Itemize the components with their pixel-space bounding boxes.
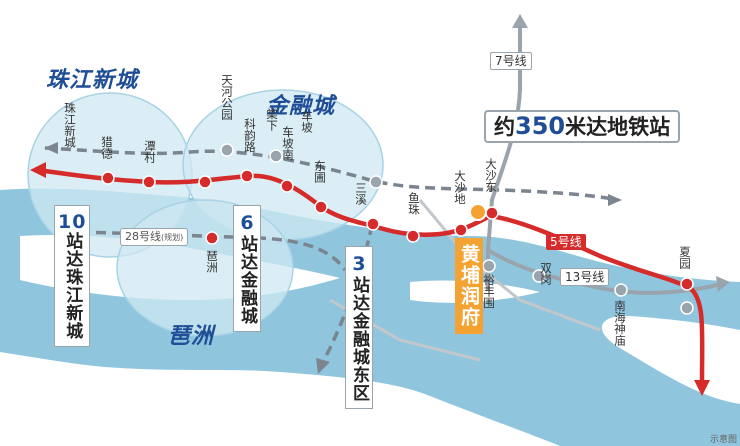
station-marker-dongpu (314, 200, 328, 214)
arrow-north-line7 (512, 14, 528, 28)
station-tangxia: 棠下 (265, 108, 279, 131)
station-shuanggang: 双岗 (539, 262, 553, 285)
station-pazhou: 琶洲 (205, 250, 219, 273)
stops-3-number: 3 (348, 253, 370, 276)
station-chepo-nan: 车坡南 (281, 126, 295, 161)
station-marker-nanhai (614, 283, 628, 297)
station-marker-keyunlu (198, 175, 212, 189)
line-grey-upper (44, 146, 619, 202)
stops-10-number: 10 (58, 211, 87, 233)
line-28-note: (规划) (161, 233, 184, 242)
district-label-zhujiang: 珠江新城 (46, 68, 139, 93)
station-marker-pazhou (205, 231, 219, 245)
line-7-route (486, 28, 522, 290)
road (418, 199, 601, 332)
station-sanxi: 三溪 (354, 182, 368, 205)
station-yuzhu: 鱼珠 (407, 192, 421, 215)
stops-10-text: 站达珠江新城 (62, 232, 83, 340)
line-7-label: 7号线 (490, 52, 532, 70)
station-marker-dashadi (454, 223, 468, 237)
line-13-label: 13号线 (560, 268, 610, 286)
station-marker-xiayuan (680, 277, 694, 291)
stops-6-text: 站达金融城 (237, 235, 257, 325)
station-marker-tancun (142, 175, 156, 189)
station-marker-shuanggang (532, 269, 546, 283)
station-marker-dashadong (485, 206, 499, 220)
station-keyunlu: 科韵路 (243, 118, 257, 153)
arrow-east-line13 (716, 276, 730, 292)
station-dashadi: 大沙地 (453, 170, 467, 205)
station-xiayuan: 夏园 (678, 246, 692, 269)
stops-3-text: 站达金融城东区 (349, 276, 369, 402)
station-marker-yufengwei (482, 259, 496, 273)
station-tancun: 潭村 (143, 140, 157, 163)
station-marker-chepo (280, 179, 294, 193)
line-5-label: 5号线 (546, 234, 586, 250)
footnote-schematic: 示意图 (710, 435, 738, 445)
station-zhujiang-xincheng: 珠江新城 (63, 102, 77, 148)
arrow-south-line5 (694, 380, 710, 396)
station-nanhai-shenmiao: 南海神庙 (613, 300, 627, 346)
station-markers (101, 169, 694, 291)
station-markers-grey (220, 143, 694, 315)
metro-distance-number: 350 (515, 112, 566, 140)
stops-3-callout: 3站达金融城东区 (345, 246, 373, 409)
stops-6-callout: 6站达金融城 (233, 205, 261, 332)
station-marker-yuzhu-grey (369, 175, 383, 189)
district-label-pazhou: 琶洲 (168, 324, 215, 349)
station-tianhe-gongyuan: 天河公园 (220, 74, 234, 120)
station-liede: 猎德 (100, 136, 114, 159)
metro-distance-prefix: 约 (494, 115, 515, 139)
station-chepo: 车坡 (300, 110, 314, 133)
arrow-west-grey (44, 142, 58, 154)
arrow-south-dashed (316, 358, 330, 374)
station-dashadong: 大沙东 (484, 158, 498, 193)
station-dongpu: 东圃 (313, 160, 327, 183)
project-name-label: 黄埔润府 (455, 238, 483, 334)
station-marker-tangxia (240, 169, 254, 183)
metro-distance-callout: 约350米达地铁站 (484, 110, 681, 143)
station-yufengwei: 裕丰围 (482, 274, 496, 309)
district-label-jinrong: 金融城 (266, 94, 336, 119)
line-28-label: 28号线(规划) (120, 228, 189, 246)
station-marker-sanxi (366, 217, 380, 231)
project-pin-icon (469, 203, 487, 221)
arrow-east-grey (608, 194, 622, 206)
station-marker-chepo-nan (269, 149, 283, 163)
arrow-west-line5 (30, 162, 46, 178)
stops-6-number: 6 (236, 212, 258, 235)
station-marker-xiayuan-grey (680, 301, 694, 315)
stops-10-callout: 10站达珠江新城 (54, 205, 91, 347)
station-marker-tianhe-park (220, 143, 234, 157)
line-28-name: 28号线 (125, 230, 161, 243)
station-marker-liede (101, 171, 115, 185)
station-marker-yuzhu (406, 229, 420, 243)
metro-distance-suffix: 米达地铁站 (565, 115, 671, 139)
